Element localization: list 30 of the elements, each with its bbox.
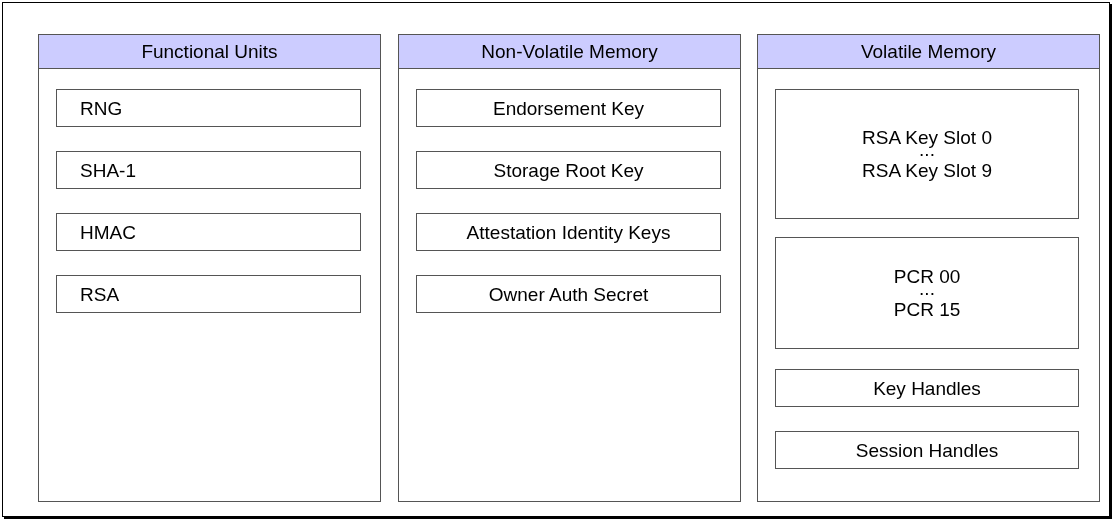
component-box: [56, 151, 361, 189]
item-label: RSA: [80, 284, 120, 304]
component-box: [56, 275, 361, 313]
component-box: [416, 89, 721, 127]
item-label: HMAC: [80, 222, 136, 242]
item-label: SHA-1: [80, 160, 136, 180]
item-label: Storage Root Key: [493, 160, 644, 180]
component-box: [56, 213, 361, 251]
component-box: [775, 369, 1079, 407]
component-box: [775, 89, 1079, 219]
item-label: Endorsement Key: [493, 98, 644, 118]
item-label: RSA Key Slot 9: [862, 161, 992, 180]
header-text: Volatile Memory: [860, 40, 997, 63]
item-label: Key Handles: [873, 378, 981, 398]
memory-panel: [398, 34, 741, 502]
header-text: Functional Units: [141, 40, 278, 63]
component-box: [775, 431, 1079, 469]
component-box: [416, 275, 721, 313]
item-label: Owner Auth Secret: [488, 284, 649, 304]
item-label: RNG: [80, 98, 123, 118]
memory-panel: [38, 34, 381, 502]
component-box: [416, 151, 721, 189]
component-box: [775, 237, 1079, 349]
item-label: Attestation Identity Keys: [466, 222, 671, 242]
header-text: Non-Volatile Memory: [481, 40, 658, 63]
item-label: Session Handles: [855, 440, 999, 460]
component-box: [416, 213, 721, 251]
memory-panel: [757, 34, 1100, 502]
item-label: PCR 15: [893, 300, 961, 319]
component-box: [56, 89, 361, 127]
